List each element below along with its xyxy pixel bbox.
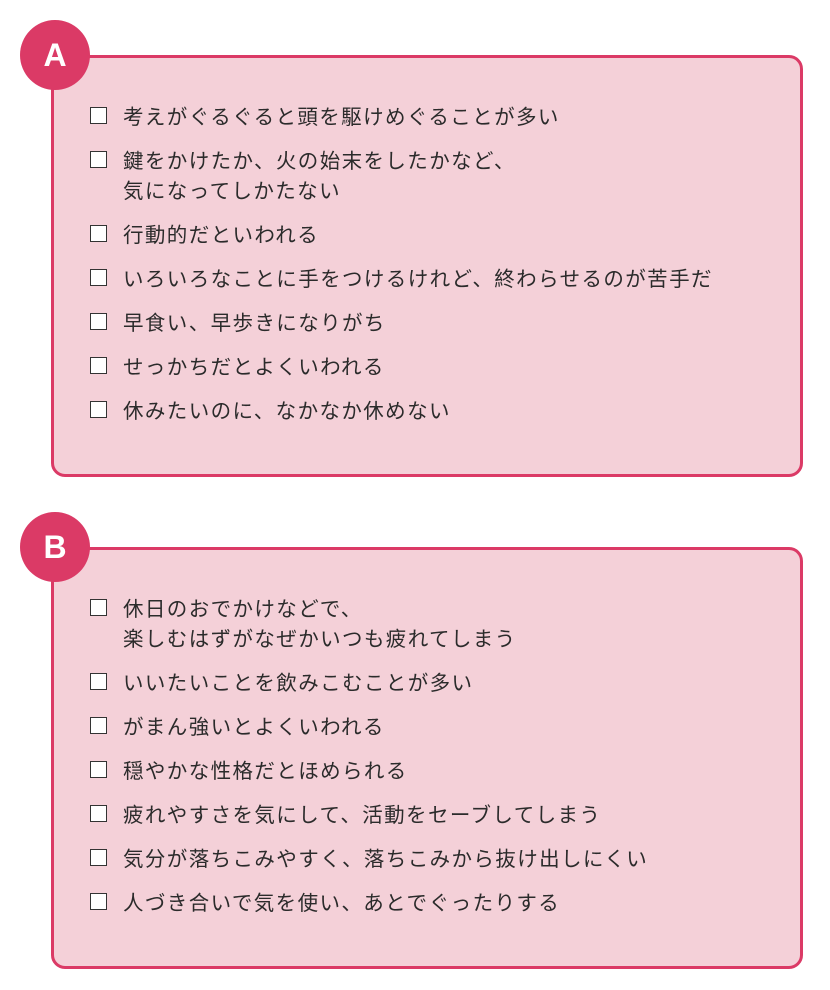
checklist-item: 早食い、早歩きになりがち xyxy=(90,308,790,338)
checklist-item-text: 気分が落ちこみやすく、落ちこみから抜け出しにくい xyxy=(123,844,648,874)
checklist-item: 休日のおでかけなどで、楽しむはずがなぜかいつも疲れてしまう xyxy=(90,594,790,654)
checklist-item: がまん強いとよくいわれる xyxy=(90,712,790,742)
checklist-item: 気分が落ちこみやすく、落ちこみから抜け出しにくい xyxy=(90,844,790,874)
checklist-item-text: がまん強いとよくいわれる xyxy=(123,712,385,742)
checklist-item-line: 行動的だといわれる xyxy=(123,223,320,247)
checkbox[interactable] xyxy=(90,805,107,822)
checkbox[interactable] xyxy=(90,599,107,616)
checkbox[interactable] xyxy=(90,225,107,242)
checklist-item: いろいろなことに手をつけるけれど、終わらせるのが苦手だ xyxy=(90,264,790,294)
checklist-item-text: 休みたいのに、なかなか休めない xyxy=(123,396,451,426)
checklist-item-line: 休みたいのに、なかなか休めない xyxy=(123,399,451,423)
checklist-item-text: せっかちだとよくいわれる xyxy=(123,352,385,382)
checklist-item: 行動的だといわれる xyxy=(90,220,790,250)
section-a-badge: A xyxy=(20,20,90,90)
checklist-item-line: いろいろなことに手をつけるけれど、終わらせるのが苦手だ xyxy=(123,267,713,291)
checklist-item-text: 行動的だといわれる xyxy=(123,220,319,250)
checklist-item-line: 早食い、早歩きになりがち xyxy=(123,311,386,335)
checkbox[interactable] xyxy=(90,107,107,124)
checklist-item: 鍵をかけたか、火の始末をしたかなど、気になってしかたない xyxy=(90,146,790,206)
section-b-checklist: 休日のおでかけなどで、楽しむはずがなぜかいつも疲れてしまういいたいことを飲みこむ… xyxy=(90,594,790,932)
checklist-item-text: 休日のおでかけなどで、楽しむはずがなぜかいつも疲れてしまう xyxy=(123,594,517,654)
checklist-item: 穏やかな性格だとほめられる xyxy=(90,756,790,786)
checkbox[interactable] xyxy=(90,401,107,418)
checklist-item: いいたいことを飲みこむことが多い xyxy=(90,668,790,698)
section-b-card: 休日のおでかけなどで、楽しむはずがなぜかいつも疲れてしまういいたいことを飲みこむ… xyxy=(51,547,803,969)
checklist-item-line: せっかちだとよくいわれる xyxy=(123,355,385,379)
checklist-item: 休みたいのに、なかなか休めない xyxy=(90,396,790,426)
checklist-item: 疲れやすさを気にして、活動をセーブしてしまう xyxy=(90,800,790,830)
checklist-item-text: 鍵をかけたか、火の始末をしたかなど、気になってしかたない xyxy=(123,146,516,206)
checklist-item-line: 気になってしかたない xyxy=(123,179,341,203)
checkbox[interactable] xyxy=(90,357,107,374)
checklist-item: 人づき合いで気を使い、あとでぐったりする xyxy=(90,888,790,918)
checkbox[interactable] xyxy=(90,151,107,168)
checklist-item: 考えがぐるぐると頭を駆けめぐることが多い xyxy=(90,102,790,132)
checklist-item-line: 休日のおでかけなどで、 xyxy=(123,597,363,621)
checkbox[interactable] xyxy=(90,269,107,286)
section-a-checklist: 考えがぐるぐると頭を駆けめぐることが多い鍵をかけたか、火の始末をしたかなど、気に… xyxy=(90,102,790,440)
checklist-item-line: 穏やかな性格だとほめられる xyxy=(123,759,408,783)
checklist-item-line: いいたいことを飲みこむことが多い xyxy=(123,671,474,695)
checkbox[interactable] xyxy=(90,849,107,866)
checkbox[interactable] xyxy=(90,313,107,330)
checklist-item: せっかちだとよくいわれる xyxy=(90,352,790,382)
checklist-item-text: 穏やかな性格だとほめられる xyxy=(123,756,408,786)
checklist-item-line: 鍵をかけたか、火の始末をしたかなど、 xyxy=(123,149,516,173)
checklist-item-text: 疲れやすさを気にして、活動をセーブしてしまう xyxy=(123,800,601,830)
checklist-item-line: 気分が落ちこみやすく、落ちこみから抜け出しにくい xyxy=(123,847,649,871)
checkbox[interactable] xyxy=(90,761,107,778)
checklist-item-line: がまん強いとよくいわれる xyxy=(123,715,385,739)
checklist-item-line: 楽しむはずがなぜかいつも疲れてしまう xyxy=(123,627,517,651)
section-b-badge: B xyxy=(20,512,90,582)
checkbox[interactable] xyxy=(90,717,107,734)
checklist-item-line: 疲れやすさを気にして、活動をセーブしてしまう xyxy=(123,803,602,827)
checklist-item-line: 考えがぐるぐると頭を駆けめぐることが多い xyxy=(123,105,560,129)
checklist-item-text: 考えがぐるぐると頭を駆けめぐることが多い xyxy=(123,102,560,132)
checkbox[interactable] xyxy=(90,673,107,690)
checklist-item-text: いいたいことを飲みこむことが多い xyxy=(123,668,473,698)
section-a-card: 考えがぐるぐると頭を駆けめぐることが多い鍵をかけたか、火の始末をしたかなど、気に… xyxy=(51,55,803,477)
checkbox[interactable] xyxy=(90,893,107,910)
checklist-item-text: いろいろなことに手をつけるけれど、終わらせるのが苦手だ xyxy=(123,264,713,294)
checklist-item-text: 人づき合いで気を使い、あとでぐったりする xyxy=(123,888,560,918)
checklist-item-text: 早食い、早歩きになりがち xyxy=(123,308,386,338)
checklist-item-line: 人づき合いで気を使い、あとでぐったりする xyxy=(123,891,561,915)
